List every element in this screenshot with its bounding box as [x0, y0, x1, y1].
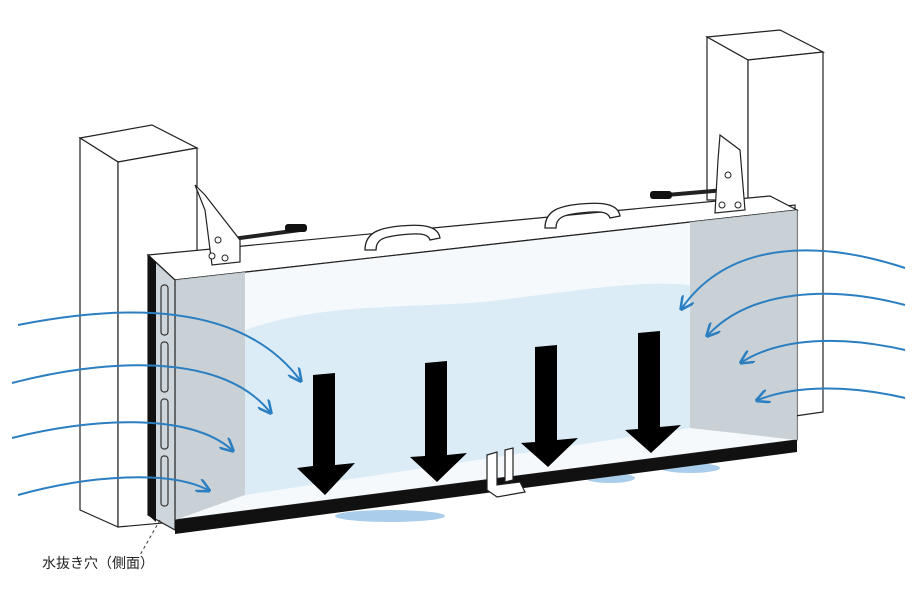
down-arrow-icon [625, 331, 681, 453]
label-leader-line [139, 519, 161, 556]
bottom-gasket [175, 440, 797, 534]
flow-arrow-icon [708, 292, 906, 335]
left-side-seal [175, 272, 245, 520]
carry-handles [364, 202, 621, 251]
water-area [245, 283, 690, 495]
right-side-seal [690, 210, 797, 440]
down-arrow-icon [410, 361, 467, 482]
right-clamp [650, 133, 746, 214]
left-clamp [194, 184, 307, 266]
flow-arrow-icon [17, 311, 300, 380]
flow-arrow-icon [11, 421, 232, 450]
flow-arrow-icon [742, 339, 906, 362]
water-flow-arrows [11, 249, 906, 496]
flow-arrow-icon [758, 387, 906, 400]
drain-hole-label: 水抜き穴（側面） [42, 556, 154, 572]
pressure-arrows [297, 331, 681, 495]
flow-arrow-icon [682, 249, 906, 308]
flow-arrow-icon [11, 364, 270, 412]
down-arrow-icon [521, 345, 578, 467]
down-arrow-icon [297, 373, 355, 495]
flow-arrow-icon [17, 476, 208, 496]
center-stopper [486, 447, 526, 498]
